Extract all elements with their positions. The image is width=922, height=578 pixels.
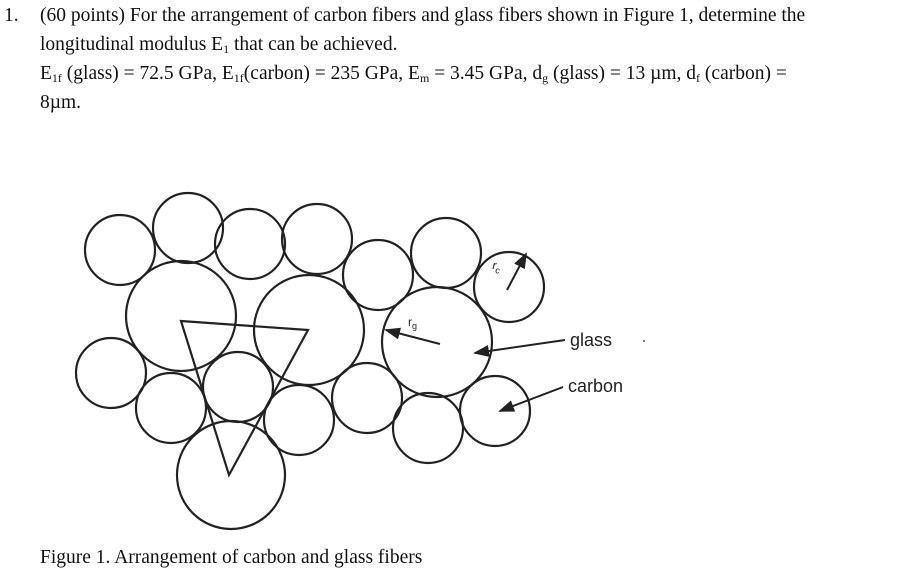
carbon-fiber <box>151 191 225 265</box>
rc-radius-arrow <box>506 252 527 291</box>
carbon-fiber <box>280 202 354 276</box>
dg-symbol: d <box>532 63 543 84</box>
text: longitudinal modulus E <box>40 34 224 55</box>
carbon-fiber <box>83 213 157 287</box>
em-symbol: E <box>408 63 420 84</box>
rc-label: rc <box>490 258 503 276</box>
carbon-fiber <box>213 207 287 281</box>
dg-value: (glass) = 13 µm, <box>548 63 687 84</box>
given-continuation: 8µm. <box>40 92 82 113</box>
carbon-label: carbon <box>568 376 623 396</box>
subscript: g <box>542 71 549 85</box>
glass-fiber <box>124 259 238 373</box>
rg-radius-arrow <box>384 327 441 345</box>
carbon-fiber <box>134 371 208 445</box>
carbon-fiber <box>74 336 148 410</box>
subscript: f <box>696 71 701 85</box>
carbon-fiber <box>262 383 336 457</box>
question-number: 1. <box>4 5 19 26</box>
glass-fiber-rg <box>380 285 494 399</box>
em-value: = 3.45 GPa, <box>429 63 533 84</box>
carbon-fiber <box>409 216 483 290</box>
question-line-1: (60 points) For the arrangement of carbo… <box>40 5 806 26</box>
text: that can be achieved. <box>229 34 398 55</box>
question-line-2: longitudinal modulus E1 that can be achi… <box>40 31 397 59</box>
df-symbol: d <box>686 63 697 84</box>
carbon-fiber-rc <box>472 250 546 324</box>
e1f-glass-symbol: E <box>40 63 52 84</box>
carbon-fiber <box>201 350 275 424</box>
carbon-leader-arrow <box>498 386 564 412</box>
rg-label: rg <box>408 315 417 331</box>
df-value: (carbon) = <box>700 63 787 84</box>
unit-cell-triangle <box>179 319 310 478</box>
e1f-carbon-symbol: E <box>221 63 234 84</box>
subscript: 1f <box>51 71 62 85</box>
carbon-fiber <box>330 361 404 435</box>
given-values: E1f (glass) = 72.5 GPa, E1f(carbon) = 23… <box>40 60 787 88</box>
carbon-fiber <box>341 238 415 312</box>
carbon-fiber-labeled <box>458 374 532 448</box>
e1f-glass-value: (glass) = 72.5 GPa, <box>61 63 222 84</box>
glass-fiber <box>252 273 366 387</box>
stray-dot <box>643 340 645 342</box>
glass-leader-arrow <box>473 339 566 357</box>
e1f-carbon-value: (carbon) = 235 GPa, <box>243 63 409 84</box>
fiber-circles <box>74 191 546 531</box>
carbon-fiber <box>391 391 465 465</box>
subscript: 1f <box>233 71 244 85</box>
glass-label: glass <box>570 330 612 350</box>
subscript: 1 <box>223 42 230 56</box>
subscript: m <box>419 71 430 85</box>
figure-caption: Figure 1. Arrangement of carbon and glas… <box>40 547 423 568</box>
